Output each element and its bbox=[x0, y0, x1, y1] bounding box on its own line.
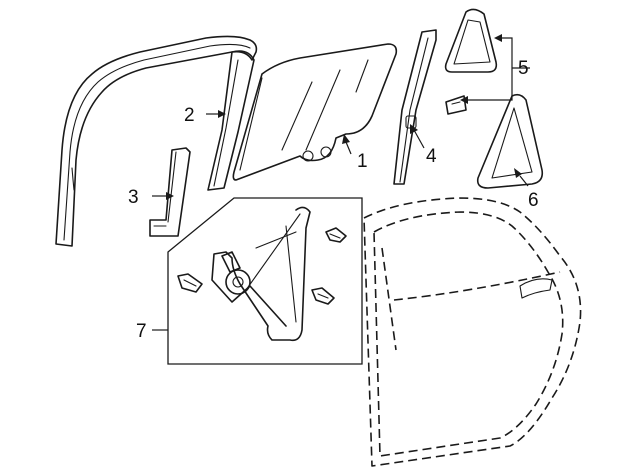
callout-1: 1 bbox=[357, 151, 368, 172]
rear-door-outline bbox=[363, 197, 582, 467]
quarter-glass-frame-part-6 bbox=[476, 93, 544, 189]
glass-run-channel-part-2 bbox=[207, 50, 255, 191]
callout-5: 5 bbox=[518, 58, 529, 79]
channel-bracket-part-3 bbox=[149, 147, 191, 237]
callout-4: 4 bbox=[426, 146, 437, 167]
bolt-icon bbox=[325, 227, 347, 243]
callout-7: 7 bbox=[136, 321, 147, 342]
callout-6: 6 bbox=[528, 190, 539, 211]
window-regulator-part-7 bbox=[167, 197, 363, 365]
callout-3: 3 bbox=[128, 187, 139, 208]
door-glass-part-1 bbox=[232, 43, 398, 181]
callout-leaders bbox=[152, 37, 530, 331]
run-channel-outer bbox=[55, 35, 258, 247]
callout-arrows bbox=[166, 34, 522, 200]
bolt-icon bbox=[311, 287, 335, 305]
quarter-glass-part-5 bbox=[444, 8, 498, 115]
bolt-icon bbox=[177, 273, 203, 293]
callout-2: 2 bbox=[184, 105, 195, 126]
